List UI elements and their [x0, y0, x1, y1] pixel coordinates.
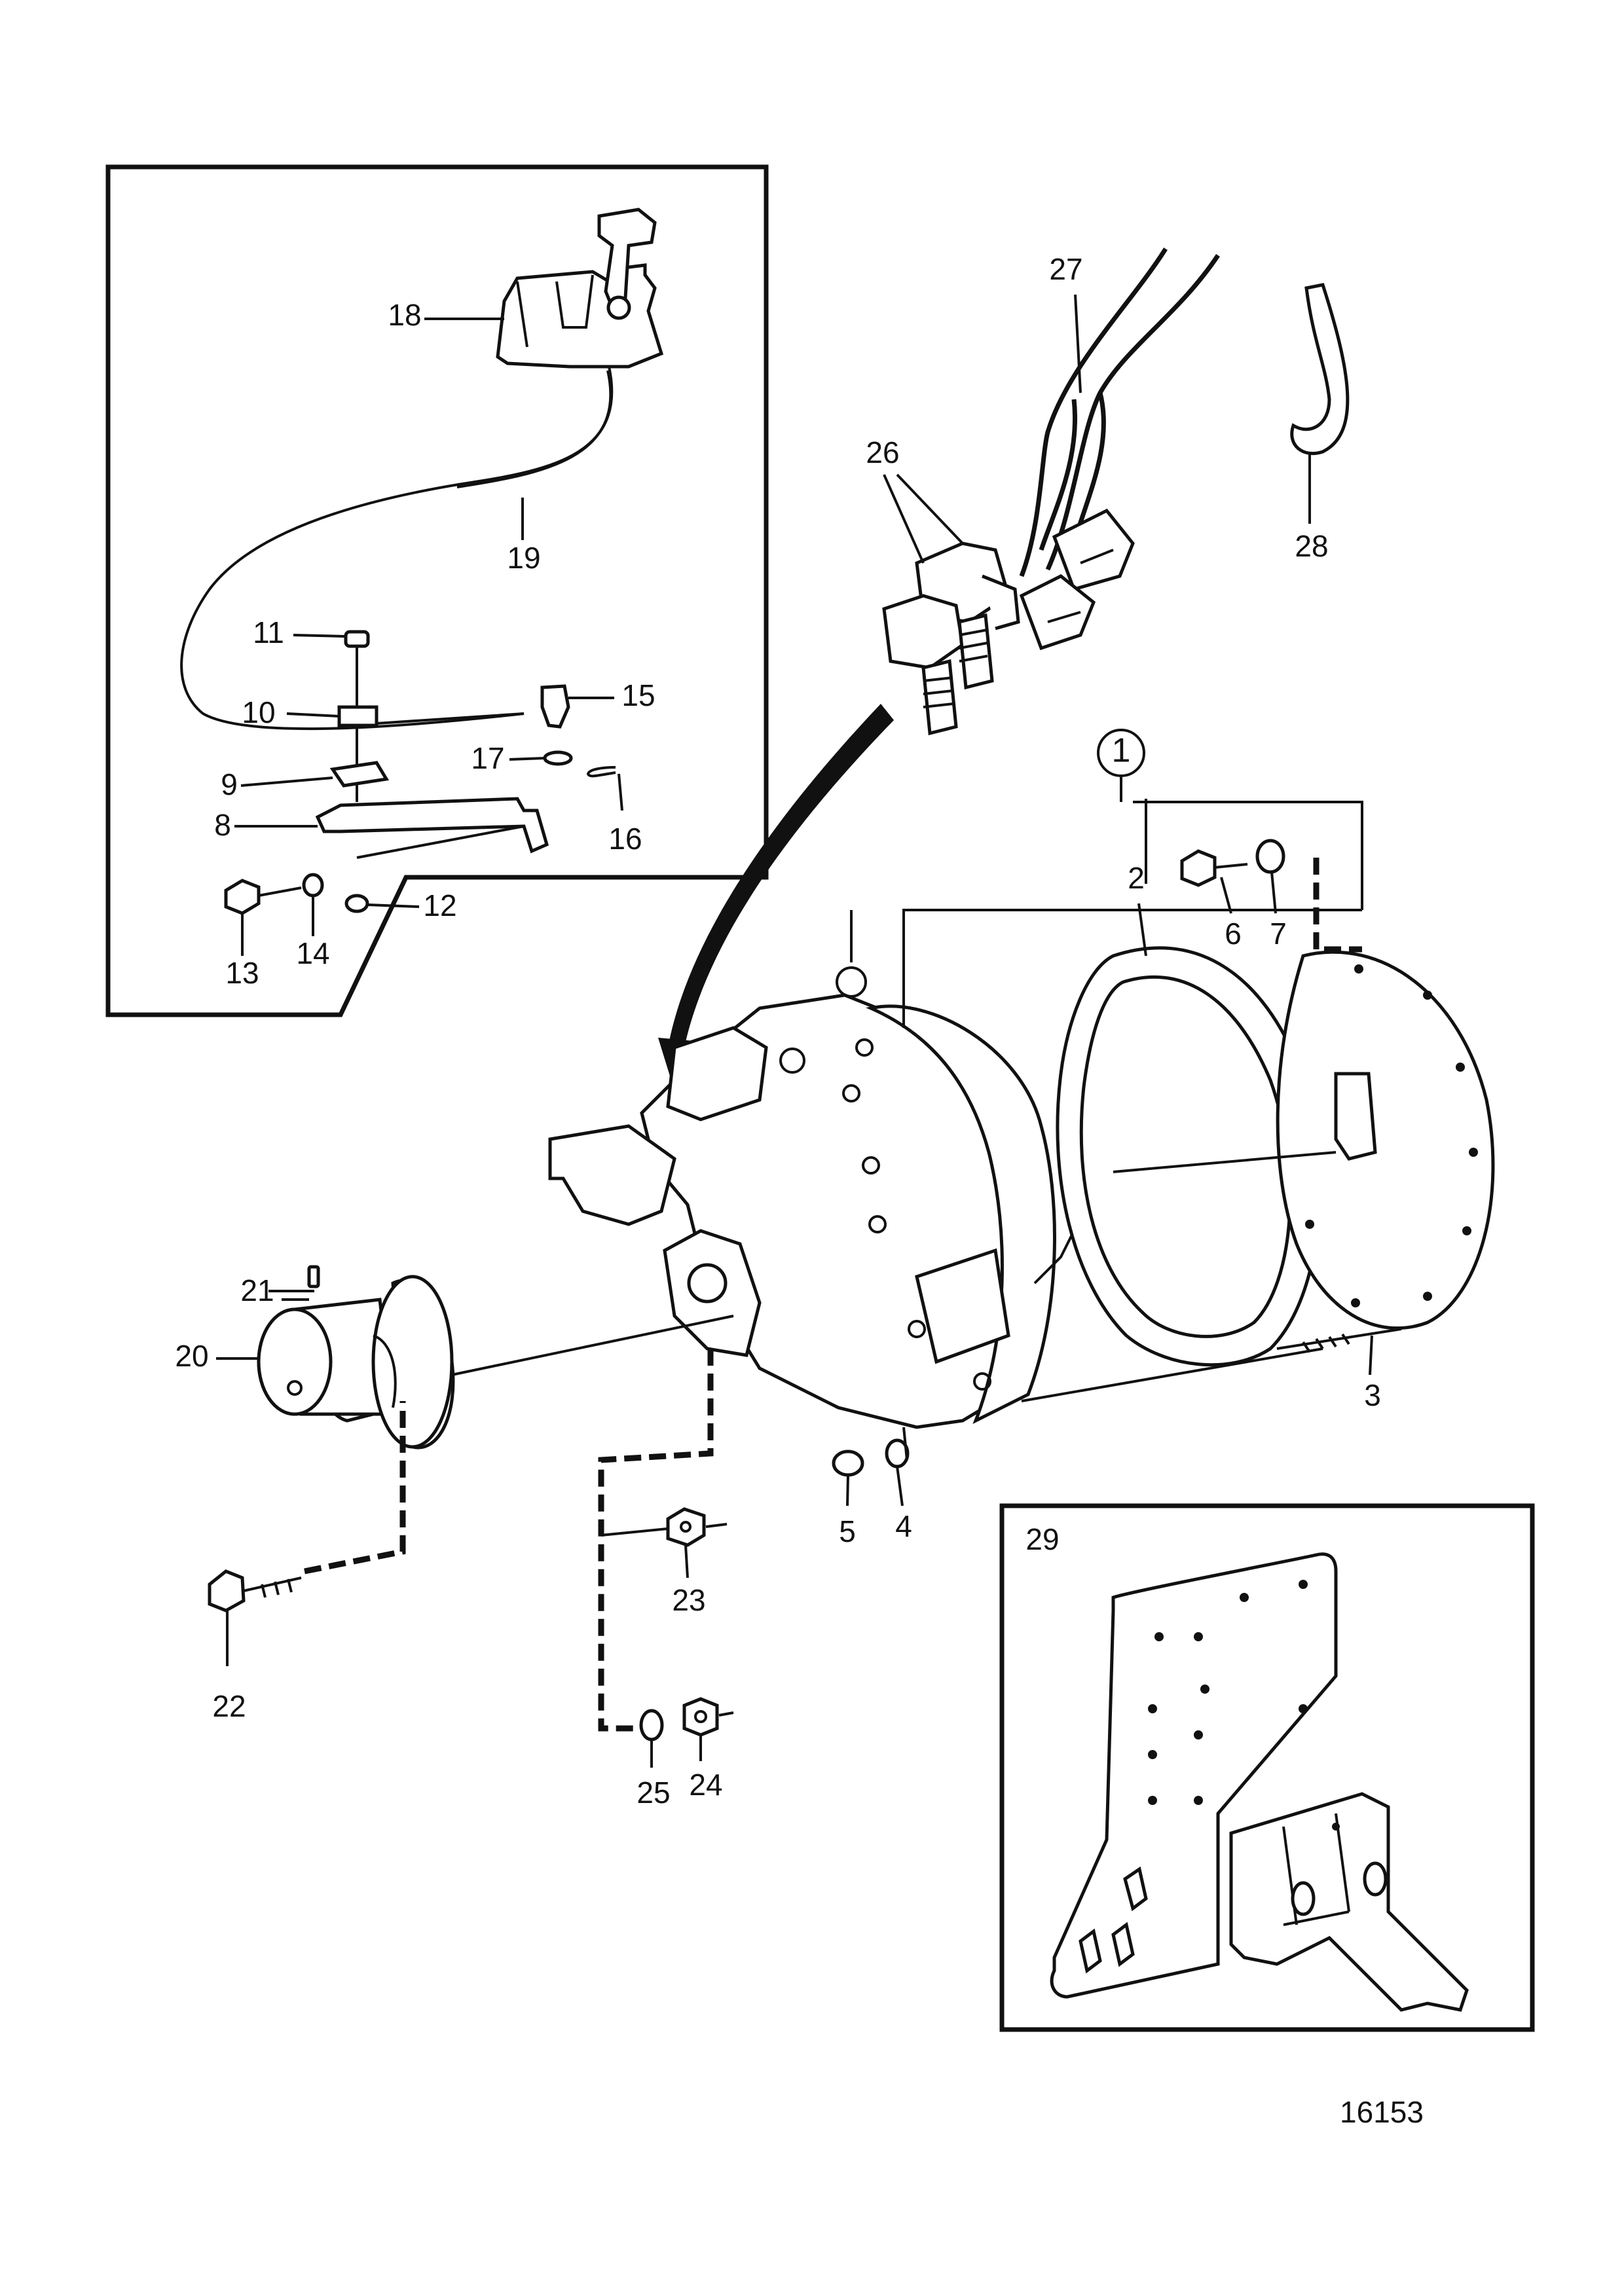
- callout-2: 2: [1128, 861, 1145, 895]
- callout-5: 5: [839, 1514, 856, 1548]
- callout-3: 3: [1364, 1378, 1381, 1412]
- control-lever-inset: [105, 164, 769, 1017]
- solenoid-valves: [882, 541, 1020, 736]
- callout-20: 20: [175, 1339, 208, 1373]
- callout-27: 27: [1049, 252, 1082, 286]
- callout-7: 7: [1270, 917, 1287, 951]
- control-lever-housing: [496, 208, 664, 369]
- pointer-arrow: [668, 704, 894, 1048]
- callout-26: 26: [866, 435, 899, 469]
- callout-21: 21: [240, 1273, 274, 1307]
- flex-plate: [1276, 950, 1495, 1330]
- nut-23: [666, 1507, 706, 1547]
- clamp-10: [337, 705, 378, 727]
- callout-6: 6: [1225, 917, 1242, 951]
- bracket-8: [315, 797, 549, 854]
- leader-lines: [216, 294, 1373, 1768]
- callout-14: 14: [296, 936, 329, 970]
- figure-reference-number: 16153: [1340, 2095, 1424, 2129]
- callout-11: 11: [253, 615, 284, 649]
- callout-17: 17: [471, 741, 504, 775]
- callout-labels: 2 3 4 5 6 7 8 9 10 11 12 13 14 15 16 17 …: [175, 252, 1424, 2129]
- callout-24: 24: [689, 1768, 722, 1802]
- ball-joint-15: [540, 684, 570, 729]
- bolt-11: [344, 630, 370, 648]
- bolt-22: [208, 1569, 246, 1613]
- bolt-13: [224, 879, 261, 915]
- reverse-gearbox: [548, 966, 1075, 1429]
- callout-13: 13: [225, 956, 259, 990]
- callout-4: 4: [895, 1509, 912, 1543]
- callout-23: 23: [672, 1583, 705, 1617]
- plate-9: [329, 761, 390, 788]
- bolt-6: [1180, 849, 1217, 887]
- callout-18: 18: [388, 298, 421, 332]
- callout-19: 19: [507, 541, 540, 575]
- flywheel-housing-assembly: [850, 799, 1495, 1402]
- stud-3: [1276, 1328, 1402, 1350]
- nut-24: [682, 1697, 719, 1737]
- callout-15: 15: [621, 678, 655, 712]
- callout-25: 25: [637, 1776, 670, 1810]
- nut-12: [344, 894, 369, 913]
- callout-9: 9: [221, 767, 238, 801]
- assembly-circle-label: 1: [1112, 732, 1131, 770]
- washer-7: [1255, 839, 1285, 874]
- callout-28: 28: [1295, 529, 1328, 563]
- electrical-harness: [1019, 247, 1220, 651]
- nut-5: [832, 1449, 864, 1477]
- cable-tie: [1290, 283, 1350, 456]
- split-pin-16: [586, 766, 616, 778]
- callout-10: 10: [242, 695, 275, 729]
- callout-12: 12: [423, 888, 456, 922]
- callout-22: 22: [212, 1689, 246, 1723]
- inset-29-label: 29: [1025, 1522, 1059, 1556]
- callout-8: 8: [214, 808, 231, 842]
- output-flange-coupling: [257, 1275, 734, 1449]
- mounting-bracket-inset: [999, 1503, 1535, 2032]
- callout-16: 16: [608, 822, 642, 856]
- pin-21: [307, 1265, 320, 1288]
- washer-17: [543, 750, 573, 766]
- washer-25: [639, 1709, 664, 1741]
- control-cable: [180, 366, 614, 731]
- washer-14: [302, 873, 324, 898]
